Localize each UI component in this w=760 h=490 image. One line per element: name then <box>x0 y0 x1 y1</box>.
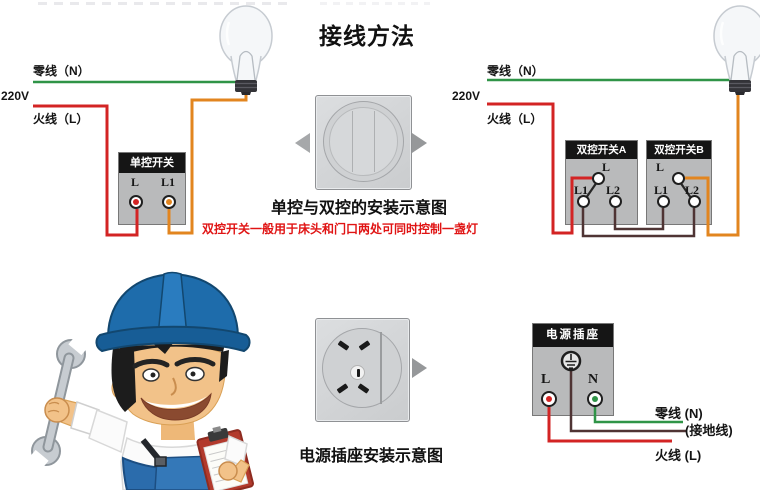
outlet-terminal-l <box>541 391 557 407</box>
outlet-install-caption: 电源插座安装示意图 <box>299 448 444 465</box>
electrician-cartoon <box>25 271 254 490</box>
live-label-right: 火线（L） <box>487 112 543 126</box>
smile <box>140 392 212 421</box>
nose <box>170 377 177 396</box>
wall-outlet-plate <box>315 318 410 422</box>
switch-b-label-l: L <box>656 160 665 174</box>
voltage-label-left: 220V <box>1 89 30 103</box>
arrow-left-icon <box>295 133 310 153</box>
rocker-divider <box>374 110 376 173</box>
page-title: 接线方法 <box>319 23 415 49</box>
cropped-text-artifact-2 <box>320 2 430 5</box>
terminal-label-l1: L1 <box>161 175 176 189</box>
switch-a-label-l2: L2 <box>606 183 621 197</box>
two-way-switch-note: 双控开关一般用于床头和门口两处可同时控制一盏灯 <box>202 222 479 236</box>
switch-a-terminal-l1 <box>577 195 590 208</box>
switch-a-terminal-l2 <box>609 195 622 208</box>
live-label-left: 火线（L） <box>33 112 89 126</box>
outlet-ground-label: (接地线) <box>685 423 733 438</box>
outlet-label-n: N <box>588 372 599 387</box>
neutral-label-right: 零线（N） <box>487 64 544 78</box>
switch-plate-ring <box>323 101 404 182</box>
outlet-label-l: L <box>541 372 551 387</box>
outlet-plate-ring <box>322 328 402 408</box>
terminal-l-single <box>129 195 143 209</box>
outlet-divider <box>380 332 382 404</box>
switch-b-terminal-l1 <box>657 195 670 208</box>
eyebrow <box>174 357 216 367</box>
outlet-live-label: 火线 (L) <box>655 448 702 463</box>
socket-earth-hole-icon <box>350 365 365 380</box>
arrow-right-icon <box>412 133 427 153</box>
switch-a-terminal-l <box>592 172 605 185</box>
neutral-label-left: 零线（N） <box>33 64 90 78</box>
outlet-terminal-n <box>587 391 603 407</box>
switch-b-terminal-l2 <box>688 195 701 208</box>
terminal-label-l: L <box>131 175 140 189</box>
switch-b-terminal-l <box>672 172 685 185</box>
power-outlet-title: 电源插座 <box>533 324 613 347</box>
arrow-right-icon <box>412 358 427 378</box>
hard-hat-icon <box>95 271 251 353</box>
hair <box>111 348 136 412</box>
socket-slot-icon <box>356 369 360 377</box>
raised-arm <box>44 397 128 454</box>
clipboard-arm <box>218 434 250 483</box>
eyebrow <box>132 358 170 369</box>
wall-switch-plate <box>315 95 412 190</box>
switch-b-label-l1: L1 <box>654 183 669 197</box>
rocker-divider <box>352 110 354 173</box>
voltage-label-right: 220V <box>452 89 481 103</box>
switch-a-label-l: L <box>602 160 611 174</box>
switch-install-caption: 单控与双控的安装示意图 <box>271 200 448 217</box>
fist <box>44 397 70 423</box>
cropped-text-artifact <box>38 2 293 5</box>
switch-rocker <box>329 107 398 176</box>
terminal-l1-single <box>162 195 176 209</box>
